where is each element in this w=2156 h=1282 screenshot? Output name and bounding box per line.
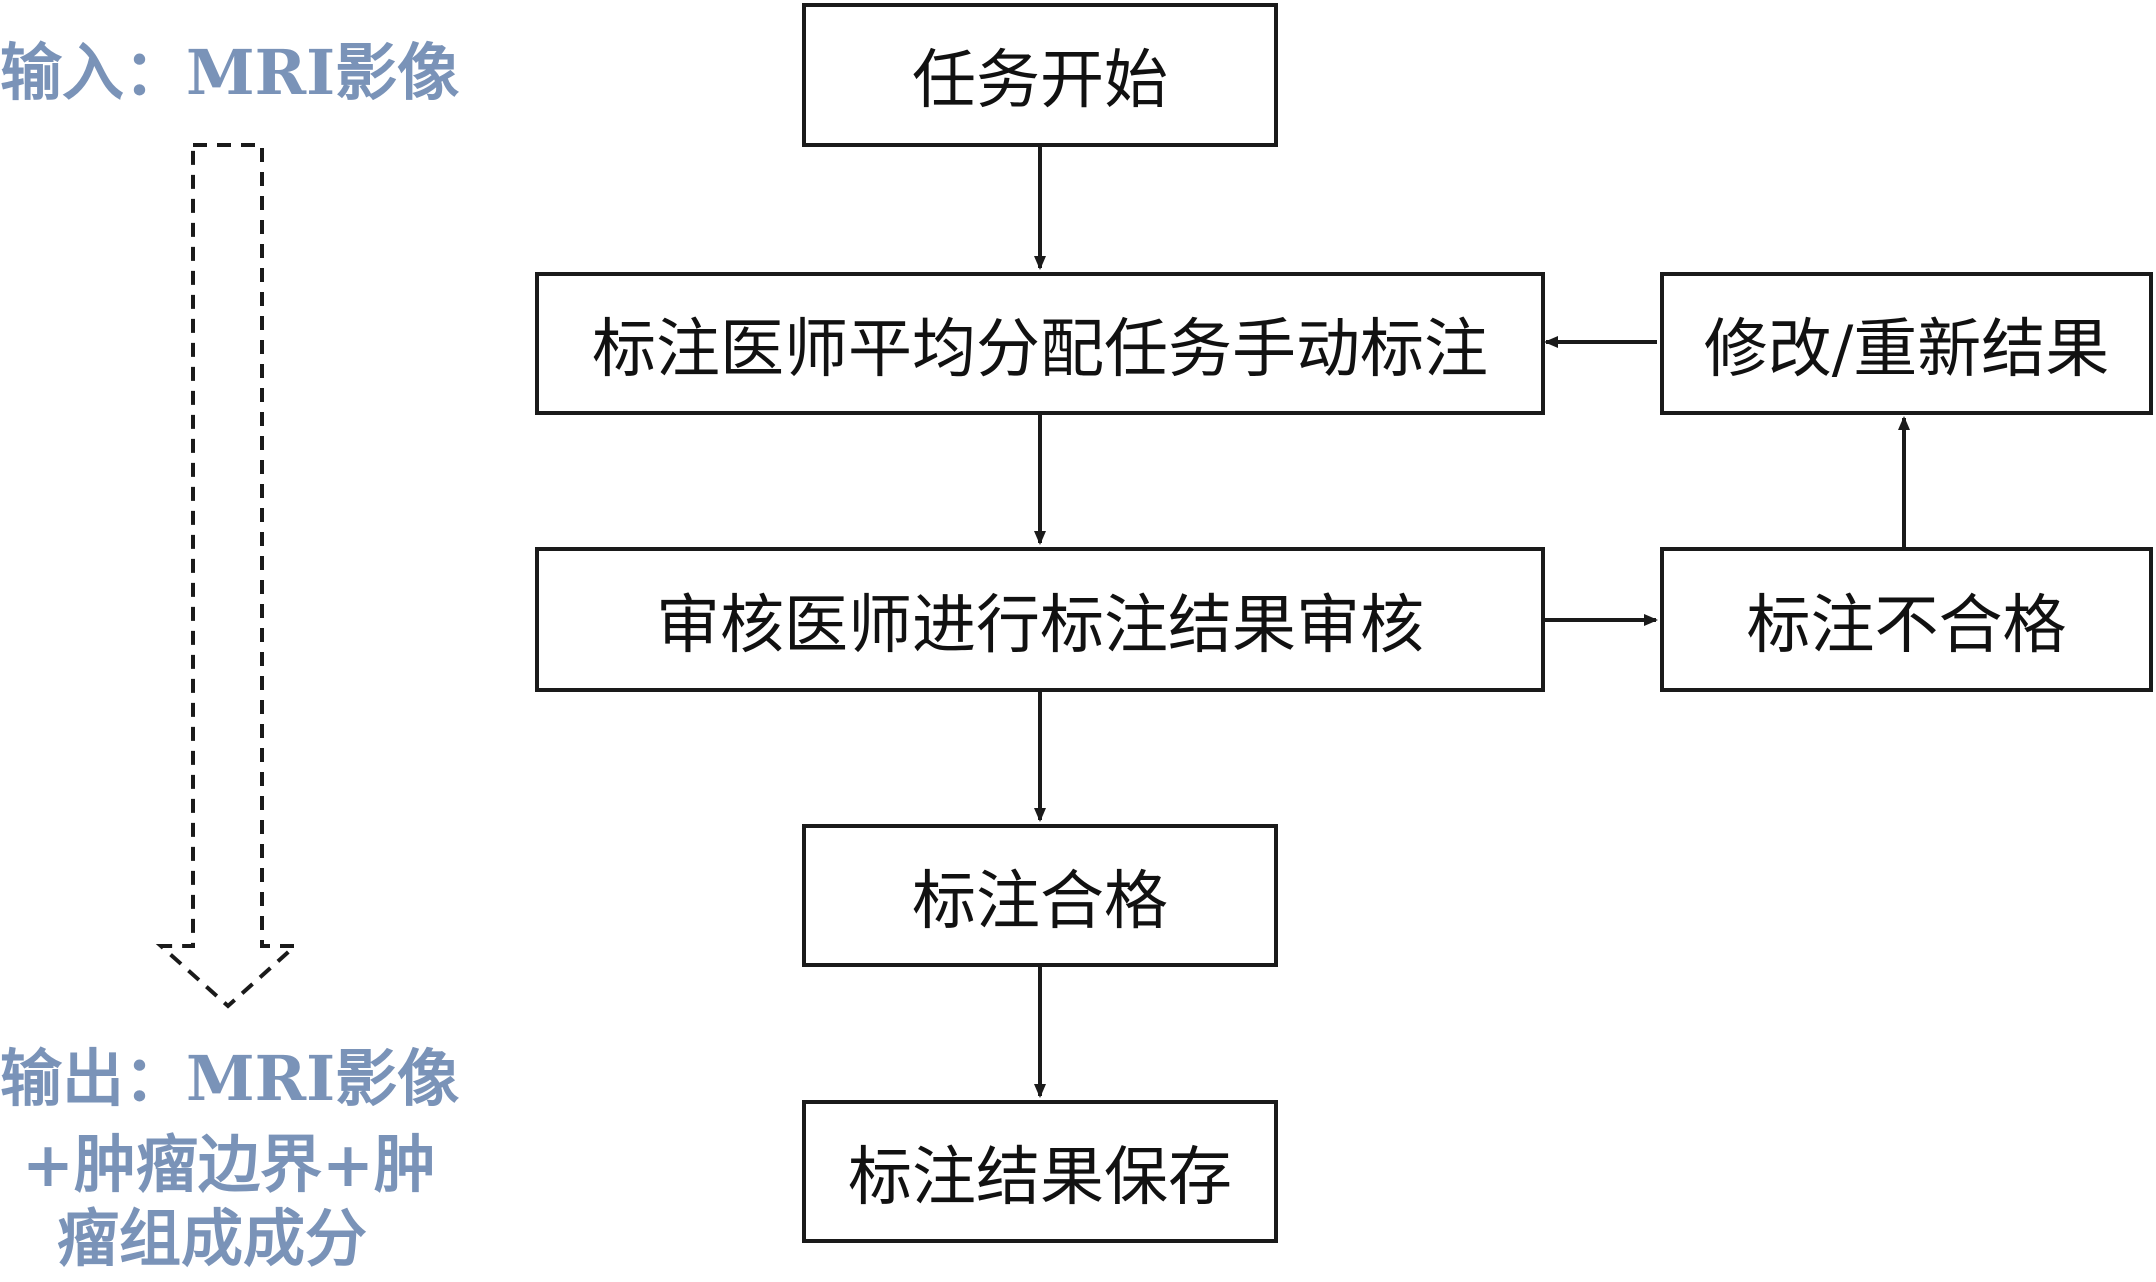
node-revise: 修改/重新结果 [1660, 272, 2153, 415]
node-task-start: 任务开始 [802, 3, 1278, 147]
input-label: 输入：MRI影像 [0, 36, 460, 109]
output-label-line-2: +肿瘤边界+肿 [22, 1128, 436, 1201]
node-annotation-failed: 标注不合格 [1660, 547, 2153, 692]
node-save-result: 标注结果保存 [802, 1100, 1278, 1243]
output-label-line-1: 输出：MRI影像 [0, 1042, 460, 1115]
node-manual-annotation: 标注医师平均分配任务手动标注 [535, 272, 1545, 415]
node-review: 审核医师进行标注结果审核 [535, 547, 1545, 692]
node-annotation-passed: 标注合格 [802, 824, 1278, 967]
output-label-line-3: 瘤组成成分 [57, 1202, 368, 1275]
process-flow-dashed-arrow [155, 143, 301, 1009]
